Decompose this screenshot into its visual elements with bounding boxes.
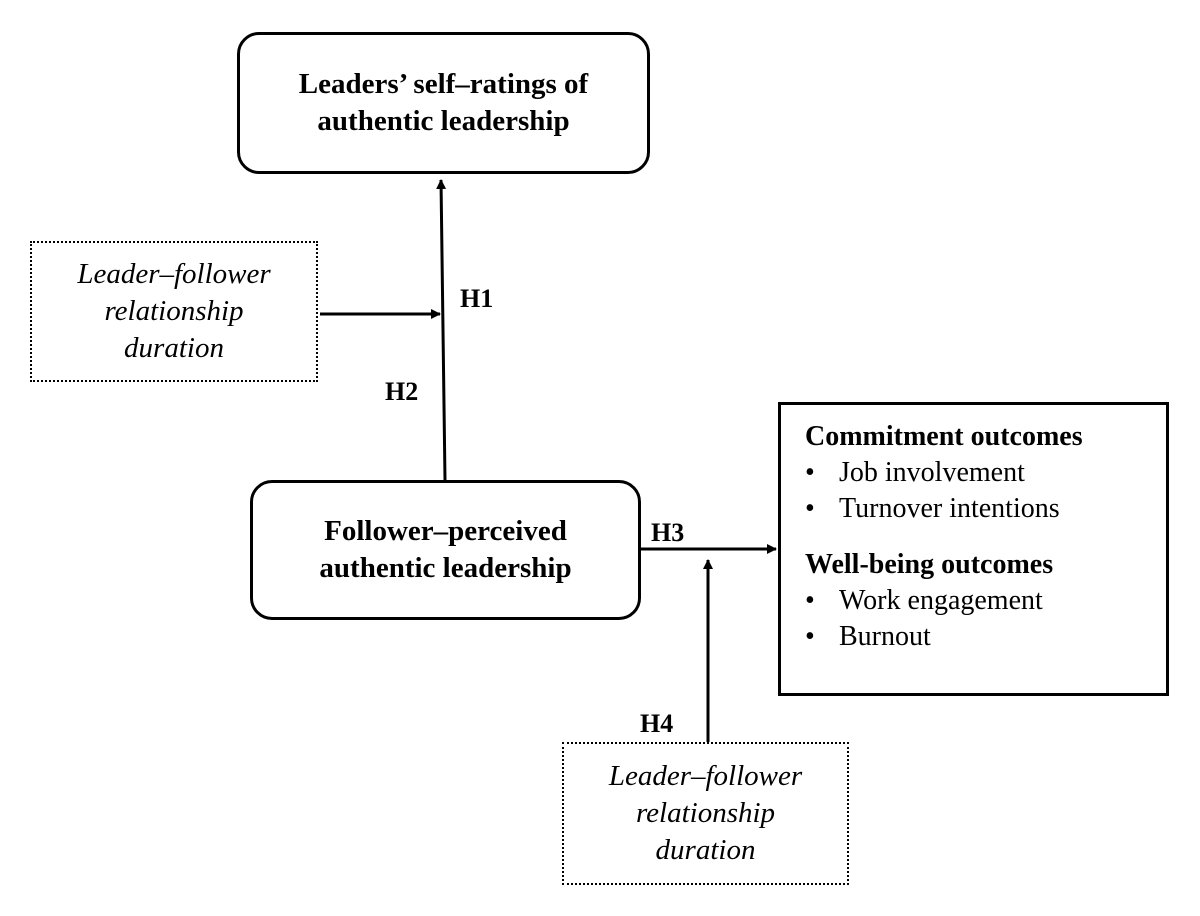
list-item: • Turnover intentions <box>805 491 1166 527</box>
list-item: • Job involvement <box>805 455 1166 491</box>
arrow-follower-to-leaders <box>436 179 447 481</box>
follower-perceived-node: Follower–perceived authentic leadership <box>250 480 641 620</box>
moderator-bottom-node: Leader–follower relationship duration <box>562 742 849 885</box>
moderator-bottom-line1: Leader–follower <box>608 760 803 792</box>
list-item-label: Job involvement <box>839 457 1025 488</box>
hypothesis-h1-label: H1 <box>460 284 494 313</box>
list-item: • Work engagement <box>805 583 1166 619</box>
list-item-label: Work engagement <box>839 585 1043 616</box>
leaders-self-ratings-line2: authentic leadership <box>317 105 570 137</box>
bullet: • <box>805 493 815 524</box>
moderator-top-line1: Leader–follower <box>77 258 271 290</box>
list-item: • Burnout <box>805 619 1166 655</box>
bullet: • <box>805 621 815 652</box>
outcomes-node: Commitment outcomes • Job involvement • … <box>778 402 1169 696</box>
moderator-top-line3: duration <box>124 332 224 364</box>
hypothesis-h4-label: H4 <box>640 709 674 738</box>
wellbeing-outcomes-title: Well-being outcomes <box>805 549 1054 580</box>
leaders-self-ratings-node: Leaders’ self–ratings of authentic leade… <box>237 32 650 174</box>
moderator-top-node: Leader–follower relationship duration <box>30 241 318 382</box>
commitment-outcomes-group: Commitment outcomes • Job involvement • … <box>805 419 1166 527</box>
list-item-label: Turnover intentions <box>839 493 1060 524</box>
leaders-self-ratings-line1: Leaders’ self–ratings of <box>298 68 589 100</box>
moderator-top-line2: relationship <box>104 295 244 327</box>
follower-perceived-line1: Follower–perceived <box>324 515 567 547</box>
list-item-label: Burnout <box>839 621 931 652</box>
hypothesis-h3-label: H3 <box>651 518 685 547</box>
hypothesis-h2-label: H2 <box>385 377 419 406</box>
commitment-outcomes-title: Commitment outcomes <box>805 421 1083 452</box>
moderator-bottom-line3: duration <box>655 834 756 866</box>
follower-perceived-line2: authentic leadership <box>319 552 572 584</box>
bullet: • <box>805 585 815 616</box>
bullet: • <box>805 457 815 488</box>
wellbeing-outcomes-group: Well-being outcomes • Work engagement • … <box>805 547 1166 655</box>
moderator-bottom-line2: relationship <box>635 797 776 829</box>
